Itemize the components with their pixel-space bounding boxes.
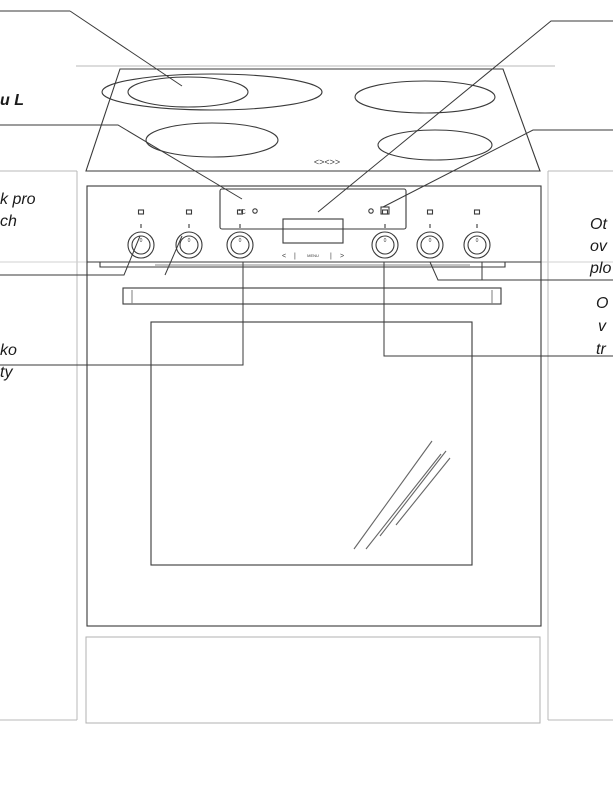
indicator-light-left bbox=[252, 208, 258, 214]
label-right-hob-knobs-2: ov bbox=[590, 238, 607, 255]
knob-hob-rear-right-symbol-icon bbox=[473, 209, 481, 215]
label-right-oven-knob-2: v bbox=[598, 318, 606, 335]
knob-hob-rear-left-indicator: 0 bbox=[140, 238, 143, 244]
label-hob-l: u L bbox=[0, 92, 24, 109]
glass-reflection bbox=[379, 450, 447, 537]
label-right-hob-knobs-1: Ot bbox=[590, 216, 607, 233]
oven-outline bbox=[86, 185, 542, 627]
leader-line bbox=[429, 261, 613, 281]
leader-line bbox=[0, 262, 244, 366]
temperature-symbol-icon: °C bbox=[238, 208, 246, 216]
label-right-hob-knobs-3: plo bbox=[590, 260, 612, 277]
knob-hob-front-right-indicator: 0 bbox=[429, 238, 432, 244]
knob-oven-temperature-symbol-icon bbox=[381, 209, 389, 215]
knob-hob-rear-left-grip bbox=[131, 235, 151, 255]
door-handle-top bbox=[99, 262, 506, 268]
leader-lines bbox=[0, 10, 613, 366]
knob-hob-rear-right-grip bbox=[467, 235, 487, 255]
leader-line bbox=[383, 262, 613, 357]
display-window bbox=[282, 218, 344, 244]
hob-zone-front-right bbox=[377, 129, 493, 161]
glass-reflection bbox=[395, 457, 451, 526]
leader-line bbox=[317, 20, 613, 213]
door-handle bbox=[122, 287, 502, 305]
knob-hob-front-right-symbol-icon bbox=[426, 209, 434, 215]
panel-frame bbox=[219, 188, 407, 230]
knob-oven-temperature-indicator: 0 bbox=[384, 238, 387, 244]
cabinet-frame bbox=[0, 65, 613, 724]
hob-zone-rear-left-outer bbox=[101, 73, 323, 111]
label-right-oven-knob-3: tr bbox=[596, 341, 606, 358]
knob-hob-rear-left-symbol-icon bbox=[137, 209, 145, 215]
oven-body bbox=[86, 185, 542, 627]
knob-hob-front-left-indicator: 0 bbox=[188, 238, 191, 244]
separator-left: | bbox=[294, 253, 296, 260]
menu-label: MENU bbox=[307, 253, 319, 258]
hob-zone-rear-left-inner bbox=[127, 76, 249, 108]
knob-hob-rear-right-indicator: 0 bbox=[476, 238, 479, 244]
label-left-oven-knob-2: ty bbox=[0, 364, 13, 381]
leader-line bbox=[382, 129, 613, 208]
knob-oven-function-grip bbox=[230, 235, 250, 255]
hob bbox=[85, 68, 541, 172]
leader-line bbox=[69, 10, 183, 87]
knob-hob-front-left-symbol-icon bbox=[185, 209, 193, 215]
glass-reflection bbox=[353, 440, 433, 550]
knob-hob-front-right-grip bbox=[420, 235, 440, 255]
knob-oven-function-indicator: 0 bbox=[239, 238, 242, 244]
hob-glass bbox=[85, 68, 541, 172]
leader-line bbox=[0, 124, 243, 200]
leader-line bbox=[0, 235, 141, 276]
knob-oven-function-symbol-icon bbox=[236, 209, 244, 215]
indicator-light-right bbox=[368, 208, 374, 214]
hob-control-symbol: <><>> bbox=[314, 157, 340, 167]
knob-hob-front-left-grip bbox=[179, 235, 199, 255]
label-right-oven-knob-1: O bbox=[596, 295, 609, 312]
label-left-oven-knob-1: ko bbox=[0, 342, 17, 359]
separator-right: | bbox=[330, 253, 332, 260]
knob-group: 0 0 0 0 0 0 bbox=[127, 209, 491, 259]
right-arrow-icon: > bbox=[340, 253, 344, 260]
drawer-outline bbox=[85, 636, 541, 724]
oven-window bbox=[150, 321, 473, 566]
hob-zone-rear-right bbox=[354, 80, 496, 114]
left-arrow-icon: < bbox=[282, 253, 286, 260]
label-left-hob-knobs-2: ch bbox=[0, 213, 17, 230]
leader-line bbox=[164, 235, 183, 276]
hob-zone-front-left bbox=[145, 122, 279, 158]
knob-oven-temperature-grip bbox=[375, 235, 395, 255]
label-left-hob-knobs-1: k pro bbox=[0, 191, 36, 208]
glass-reflection bbox=[365, 453, 442, 550]
